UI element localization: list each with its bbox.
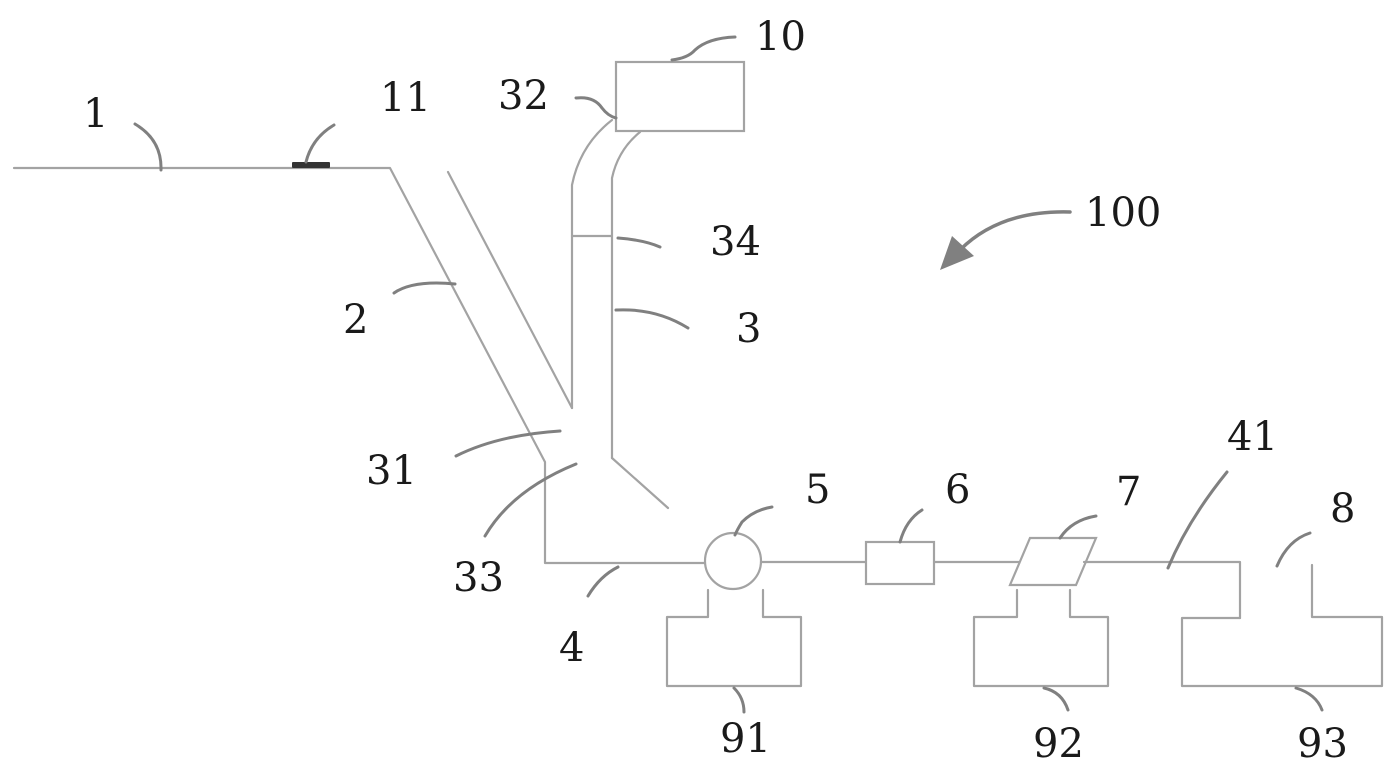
label-2: 2 bbox=[343, 297, 368, 343]
tank-91 bbox=[665, 588, 803, 688]
leader-10 bbox=[670, 35, 737, 62]
label-100: 100 bbox=[1085, 190, 1161, 236]
leader-3 bbox=[614, 308, 690, 330]
component-7 bbox=[1008, 536, 1098, 587]
leader-34 bbox=[616, 236, 662, 249]
label-34: 34 bbox=[710, 219, 761, 265]
label-31: 31 bbox=[366, 448, 417, 494]
leader-33 bbox=[483, 462, 578, 538]
label-6: 6 bbox=[945, 467, 970, 513]
box-10 bbox=[614, 60, 746, 133]
leader-7 bbox=[1058, 514, 1098, 540]
arrow-100-shaft bbox=[958, 210, 1072, 252]
inclined-pipe-2-inner-wall bbox=[446, 170, 574, 410]
label-8: 8 bbox=[1330, 486, 1355, 532]
label-92: 92 bbox=[1033, 721, 1084, 767]
component-6 bbox=[864, 540, 936, 586]
label-7: 7 bbox=[1116, 469, 1141, 515]
leader-1 bbox=[133, 122, 163, 172]
leader-91 bbox=[732, 686, 746, 714]
label-1: 1 bbox=[83, 91, 108, 137]
leader-6 bbox=[898, 508, 924, 544]
label-91: 91 bbox=[720, 716, 771, 762]
leader-4 bbox=[586, 565, 620, 598]
leader-41 bbox=[1166, 470, 1229, 570]
leader-32 bbox=[574, 96, 618, 120]
vertical-pipe-3-left-wall bbox=[570, 118, 614, 410]
main-pipe-1 bbox=[12, 166, 707, 565]
leader-5 bbox=[733, 505, 774, 537]
label-93: 93 bbox=[1297, 721, 1348, 767]
tank-92 bbox=[972, 588, 1110, 688]
leader-31 bbox=[454, 429, 562, 458]
vertical-pipe-3-lower-bevel bbox=[610, 456, 670, 510]
label-33: 33 bbox=[453, 555, 504, 601]
pump-5 bbox=[703, 531, 763, 591]
vertical-pipe-3-right-wall bbox=[610, 130, 642, 460]
leader-11 bbox=[304, 123, 336, 164]
leader-92 bbox=[1042, 686, 1070, 712]
label-5: 5 bbox=[805, 467, 830, 513]
leader-8 bbox=[1275, 531, 1312, 568]
leader-2 bbox=[392, 281, 457, 295]
label-41: 41 bbox=[1227, 414, 1278, 460]
label-3: 3 bbox=[736, 306, 761, 352]
arrow-100-head bbox=[940, 236, 974, 270]
label-4: 4 bbox=[559, 625, 584, 671]
label-10: 10 bbox=[755, 14, 806, 60]
tank-93 bbox=[1180, 563, 1384, 688]
valve-11-marker bbox=[292, 162, 330, 168]
pipe-41 bbox=[1082, 560, 1242, 620]
label-32: 32 bbox=[498, 73, 549, 119]
label-11: 11 bbox=[380, 75, 431, 121]
leader-93 bbox=[1294, 686, 1324, 712]
